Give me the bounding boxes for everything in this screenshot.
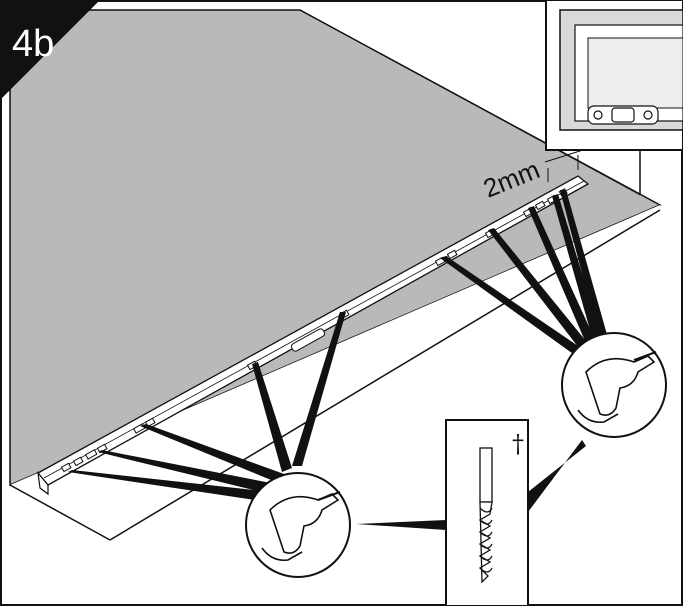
step-badge: 4b (0, 0, 100, 100)
drill-bit-wedges (356, 440, 586, 530)
step-label: 4b (12, 23, 54, 65)
drill-wedges-left (68, 312, 346, 502)
drill-bit-mark: † (512, 430, 524, 458)
drill-hand-icon (245, 472, 351, 578)
hinge-detail-inset (545, 0, 683, 151)
drill-hand-icon (561, 332, 667, 438)
mounting-rail (36, 175, 590, 496)
drill-bit-panel: † (445, 419, 529, 606)
cabinet-front-edge (10, 205, 660, 540)
drill-wedges-right (440, 190, 608, 356)
hinge-detail-icon (587, 105, 659, 125)
drill-bit-icon (478, 447, 493, 584)
